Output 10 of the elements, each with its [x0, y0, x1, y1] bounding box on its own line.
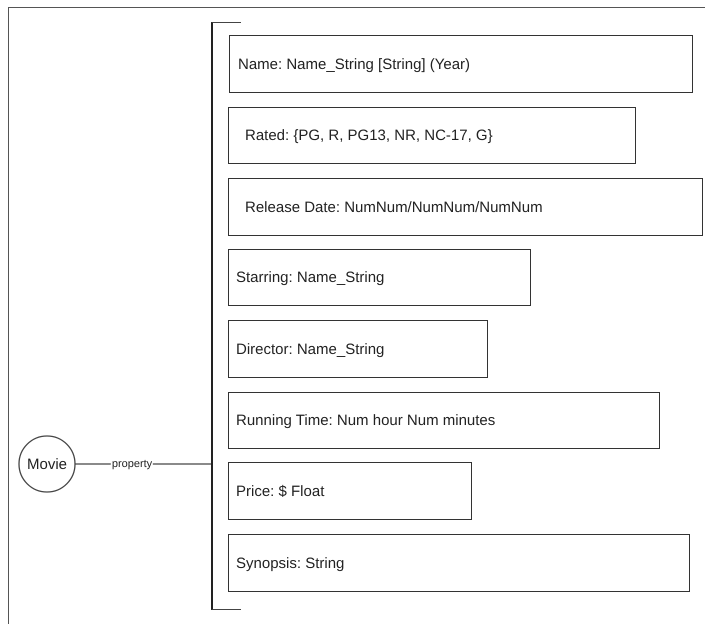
- property-box: Director: Name_String: [228, 320, 488, 378]
- edge-label: property: [110, 458, 154, 470]
- entity-name: Movie: [26, 456, 67, 472]
- property-box: Price: $ Float: [228, 462, 472, 520]
- property-box: Name: Name_String [String] (Year): [229, 35, 693, 93]
- property-box: Rated: {PG, R, PG13, NR, NC-17, G}: [228, 107, 636, 164]
- property-box: Running Time: Num hour Num minutes: [228, 392, 660, 449]
- property-box: Synopsis: String: [228, 534, 690, 592]
- property-box: Starring: Name_String: [228, 249, 531, 306]
- property-box: Release Date: NumNum/NumNum/NumNum: [228, 178, 703, 236]
